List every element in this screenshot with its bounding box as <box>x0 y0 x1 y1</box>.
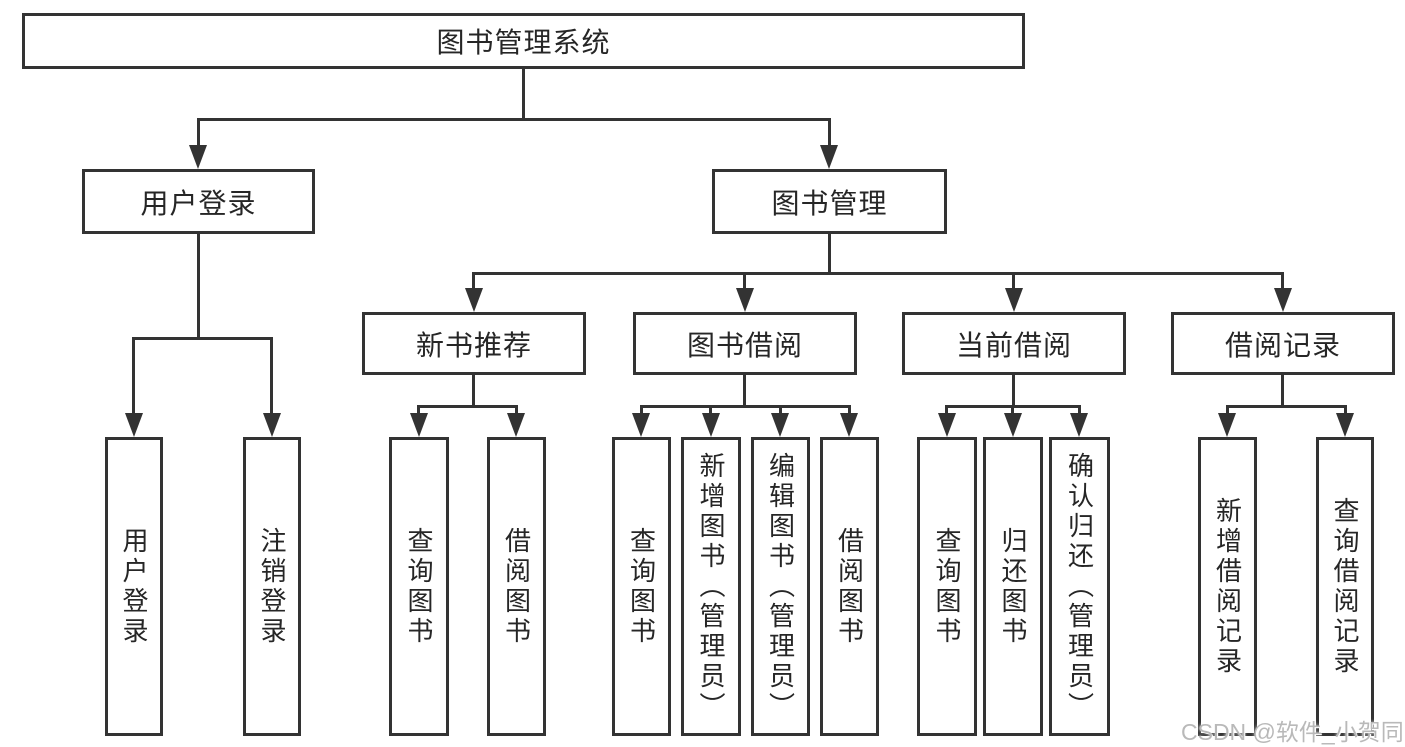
node-leaf-borrow-books-rec: 借阅图书 <box>487 437 546 736</box>
connector-shaft <box>848 405 851 417</box>
node-label: 确认归还（管理员） <box>1064 451 1095 722</box>
connector-shaft <box>640 405 643 417</box>
node-label: 借阅记录 <box>1224 329 1341 361</box>
arrow-down-icon <box>702 413 720 437</box>
arrow-down-icon <box>1070 413 1088 437</box>
arrow-down-icon <box>840 413 858 437</box>
arrow-down-icon <box>410 413 428 437</box>
arrow-down-icon <box>263 413 281 437</box>
arrow-down-icon <box>1005 288 1023 312</box>
node-label: 查询借阅记录 <box>1330 496 1360 677</box>
connector-shaft <box>197 118 200 147</box>
node-label: 查询图书 <box>404 526 434 647</box>
arrow-down-icon <box>465 288 483 312</box>
node-label: 图书借阅 <box>686 329 803 361</box>
connector-shaft <box>709 405 712 417</box>
node-label: 用户登录 <box>119 526 149 647</box>
connector-shaft <box>1011 405 1014 417</box>
node-borrow-records: 借阅记录 <box>1171 312 1395 375</box>
node-leaf-confirm-return-admin: 确认归还（管理员） <box>1049 437 1110 736</box>
connector-stem <box>1281 375 1284 408</box>
node-library-management-system: 图书管理系统 <box>22 13 1025 69</box>
node-label: 归还图书 <box>998 526 1028 647</box>
connector-level2-rail <box>197 118 831 121</box>
connector-shaft <box>828 118 831 147</box>
arrow-down-icon <box>736 288 754 312</box>
connector-shaft <box>1078 405 1081 417</box>
connector-root-stem <box>522 68 525 120</box>
node-leaf-add-book-admin: 新增图书（管理员） <box>681 437 741 736</box>
arrow-down-icon <box>1004 413 1022 437</box>
arrow-down-icon <box>189 145 207 169</box>
node-leaf-return-book: 归还图书 <box>983 437 1043 736</box>
node-label: 借阅图书 <box>501 526 532 647</box>
node-leaf-borrow-books: 借阅图书 <box>820 437 879 736</box>
arrow-down-icon <box>820 145 838 169</box>
connector-rail <box>417 405 518 408</box>
node-leaf-query-borrow-record: 查询借阅记录 <box>1316 437 1374 736</box>
node-current-borrow: 当前借阅 <box>902 312 1126 375</box>
arrow-down-icon <box>1218 413 1236 437</box>
node-leaf-add-borrow-record: 新增借阅记录 <box>1198 437 1257 736</box>
node-label: 新增图书（管理员） <box>696 451 726 722</box>
connector-user-login-rail <box>132 337 273 340</box>
connector-shaft <box>417 405 420 417</box>
node-label: 当前借阅 <box>955 329 1072 361</box>
node-label: 查询图书 <box>626 526 657 647</box>
node-leaf-user-login: 用户登录 <box>105 437 163 736</box>
connector-shaft <box>132 337 135 415</box>
node-label: 图书管理系统 <box>436 27 611 58</box>
connector-shaft <box>945 405 948 417</box>
node-label: 用户登录 <box>140 187 257 219</box>
node-leaf-edit-book-admin: 编辑图书（管理员） <box>751 437 810 736</box>
connector-stem <box>743 375 746 408</box>
node-leaf-logout: 注销登录 <box>243 437 301 736</box>
connector-rail <box>1226 405 1347 408</box>
connector-user-login-stem <box>197 234 200 339</box>
node-label: 编辑图书（管理员） <box>765 451 796 722</box>
node-new-book-recommend: 新书推荐 <box>362 312 586 375</box>
connector-level3-rail <box>472 272 1284 275</box>
connector-stem <box>472 375 475 408</box>
node-leaf-query-books-rec: 查询图书 <box>389 437 449 736</box>
connector-shaft <box>779 405 782 417</box>
csdn-watermark: CSDN @软件_小贺同学 <box>1181 719 1405 745</box>
connector-shaft <box>1012 272 1015 291</box>
arrow-down-icon <box>1274 288 1292 312</box>
node-label: 新增借阅记录 <box>1212 496 1243 677</box>
arrow-down-icon <box>507 413 525 437</box>
node-book-borrow: 图书借阅 <box>633 312 857 375</box>
node-label: 注销登录 <box>257 526 287 647</box>
connector-rail <box>640 405 851 408</box>
connector-shaft <box>1344 405 1347 417</box>
arrow-down-icon <box>771 413 789 437</box>
node-user-login: 用户登录 <box>82 169 315 234</box>
node-label: 图书管理 <box>771 187 888 219</box>
node-label: 借阅图书 <box>834 526 865 647</box>
arrow-down-icon <box>1336 413 1354 437</box>
node-label: 查询图书 <box>932 526 962 647</box>
connector-shaft <box>743 272 746 291</box>
node-leaf-query-books-borrow: 查询图书 <box>612 437 671 736</box>
node-book-management: 图书管理 <box>712 169 947 234</box>
arrow-down-icon <box>125 413 143 437</box>
connector-stem <box>1012 375 1015 408</box>
arrow-down-icon <box>632 413 650 437</box>
connector-shaft <box>515 405 518 417</box>
connector-book-mgmt-stem <box>828 234 831 275</box>
node-label: 新书推荐 <box>415 329 532 361</box>
arrow-down-icon <box>938 413 956 437</box>
connector-shaft <box>1281 272 1284 291</box>
node-leaf-query-books-current: 查询图书 <box>917 437 977 736</box>
connector-shaft <box>1226 405 1229 417</box>
connector-shaft <box>270 337 273 415</box>
connector-shaft <box>472 272 475 291</box>
